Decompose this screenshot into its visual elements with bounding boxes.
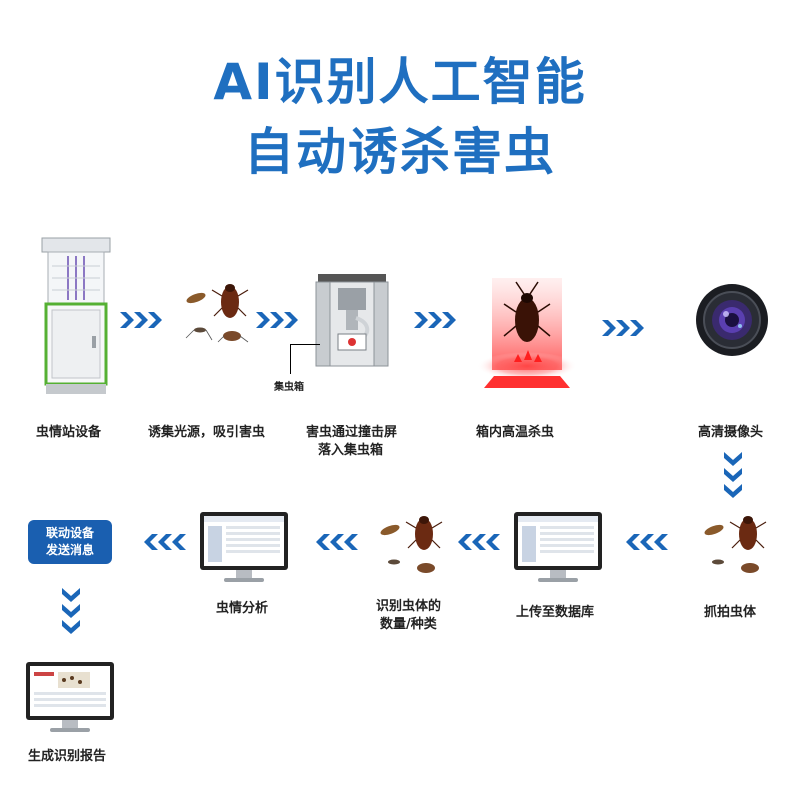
arrow-right-icon	[602, 318, 658, 342]
step-report-label: 生成识别报告	[28, 749, 107, 764]
heated-cockroach-icon	[474, 278, 580, 394]
step-identify-label-2: 数量/种类	[380, 617, 437, 632]
arrow-right-icon	[256, 310, 308, 334]
arrow-right-icon	[414, 310, 470, 334]
insects-icon	[372, 514, 448, 584]
step-lure-label: 诱集光源，吸引害虫	[148, 425, 266, 440]
linkage-badge: 联动设备 发送消息	[28, 520, 112, 564]
title-line-1: AI识别人工智能	[213, 53, 587, 111]
arrow-left-icon	[612, 532, 668, 556]
insects-icon	[178, 282, 254, 352]
insect-station-icon	[40, 236, 112, 400]
monitor-icon	[198, 510, 290, 590]
collector-box-icon	[312, 270, 392, 372]
step-analysis-label: 虫情分析	[216, 601, 269, 616]
arrow-left-icon	[130, 532, 186, 556]
title-line-2: 自动诱杀害虫	[244, 123, 556, 181]
arrow-left-icon	[444, 532, 500, 556]
arrow-down-icon	[60, 588, 82, 648]
collector-pointer-line	[290, 344, 320, 345]
step-capture-label: 抓拍虫体	[704, 605, 757, 620]
monitor-icon	[512, 510, 604, 590]
step-identify-label-1: 识别虫体的	[376, 599, 442, 614]
arrow-down-icon	[722, 452, 744, 512]
insects-icon	[696, 514, 772, 584]
step-heat-label: 箱内高温杀虫	[476, 425, 555, 440]
monitor-report-icon	[24, 660, 116, 740]
camera-lens-icon	[694, 282, 770, 362]
collector-tag-label: 集虫箱	[274, 382, 304, 393]
collector-pointer-line-vertical	[290, 344, 291, 374]
linkage-label-2: 发送消息	[45, 543, 94, 557]
step-fall-label-2: 落入集虫箱	[318, 443, 384, 458]
step-upload-label: 上传至数据库	[516, 605, 595, 620]
arrow-right-icon	[120, 310, 172, 334]
step-fall-label-1: 害虫通过撞击屏	[306, 425, 398, 440]
linkage-label-1: 联动设备	[45, 526, 94, 540]
arrow-left-icon	[302, 532, 358, 556]
step-camera-label: 高清摄像头	[698, 425, 764, 440]
step-station-label: 虫情站设备	[36, 425, 102, 440]
